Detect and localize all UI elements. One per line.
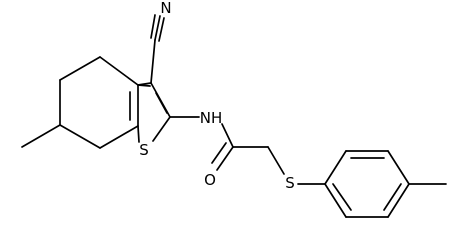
bond-ar6-ar1 xyxy=(324,183,347,218)
bond-co-o-a xyxy=(216,146,234,171)
bond-ar1-ar2 xyxy=(324,150,347,185)
bond-c3-c3a xyxy=(137,82,152,86)
bond-co-o-b xyxy=(211,142,227,164)
bond-cn-triple-a xyxy=(150,14,156,39)
bond-ar4-ar5 xyxy=(387,183,410,218)
bond-c4-c5 xyxy=(59,56,101,81)
atom-label-amide-nh: NH xyxy=(200,109,223,127)
atom-label-ring-s: S xyxy=(139,141,149,159)
bond-ch2-s xyxy=(267,146,285,175)
bond-c6-c7 xyxy=(59,124,101,149)
bond-cn-triple-c xyxy=(158,17,165,42)
bond-c3-c2-inner xyxy=(155,92,168,114)
atom-label-carbonyl-o: O xyxy=(204,171,216,189)
bond-ar6-ar1-inner xyxy=(332,183,352,211)
bond-s1-c7a xyxy=(137,125,140,143)
bond-c6-methyl xyxy=(21,124,61,148)
bond-nh-co xyxy=(221,123,234,148)
bond-c2-s1 xyxy=(152,116,171,142)
bond-cn-triple-b xyxy=(154,15,161,41)
bond-ar3-ar4 xyxy=(387,150,410,185)
atom-labels: N NH S O S xyxy=(139,0,295,192)
molecule-diagram: N NH S O S xyxy=(21,0,447,218)
atom-label-thioether-s: S xyxy=(285,174,295,192)
atom-label-nitrile-n: N xyxy=(160,0,171,17)
bond-lines xyxy=(21,14,447,218)
bond-c3a-c4 xyxy=(99,56,139,86)
bond-ar4-ar5-inner xyxy=(383,183,402,211)
bond-c3-cn xyxy=(150,39,156,84)
bond-c7-c7a xyxy=(99,125,139,149)
